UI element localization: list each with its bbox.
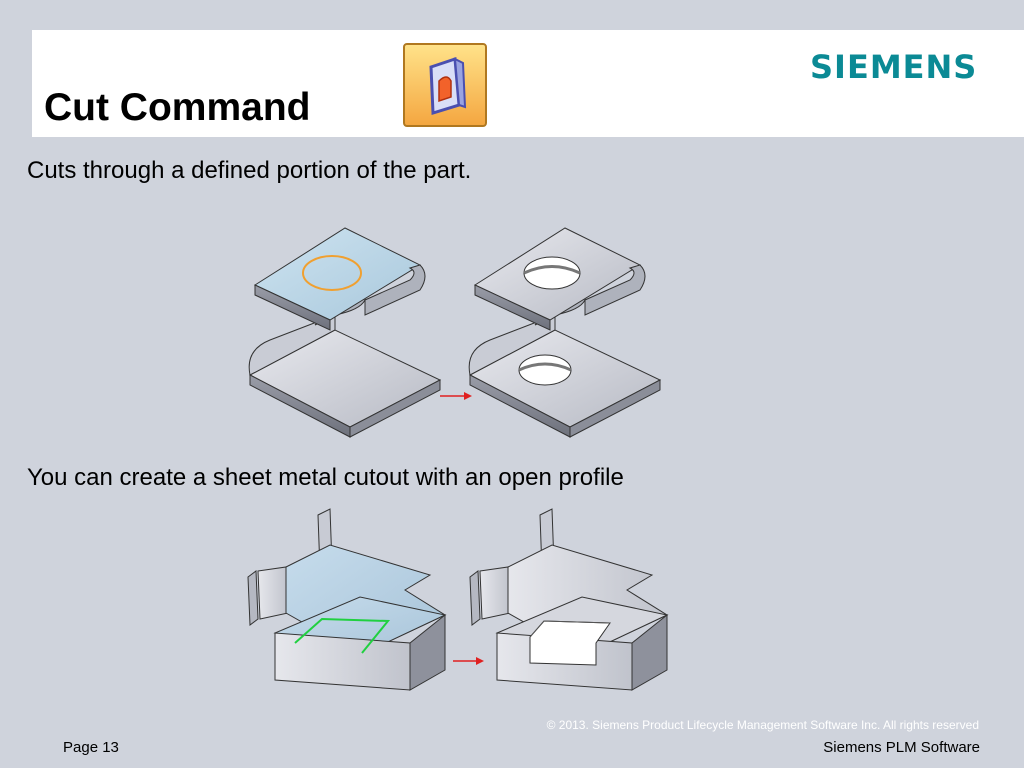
company-name: Siemens PLM Software — [823, 739, 980, 756]
arrow-icon — [440, 392, 472, 400]
part-after — [468, 227, 662, 438]
bracket-after — [469, 508, 669, 691]
arrow-icon — [453, 657, 484, 665]
header-bar: Cut Command SIEMENS — [32, 30, 1024, 137]
description-open-profile: You can create a sheet metal cutout with… — [27, 464, 624, 491]
description-cut: Cuts through a defined portion of the pa… — [27, 157, 472, 184]
open-profile-figure — [247, 508, 669, 691]
page-number: Page 13 — [63, 739, 119, 756]
bracket-before — [247, 508, 447, 691]
open-profile — [294, 617, 391, 654]
part-before — [248, 227, 442, 438]
copyright-notice: © 2013. Siemens Product Lifecycle Manage… — [546, 718, 979, 732]
siemens-logo: SIEMENS — [810, 48, 978, 86]
hole-cut-figure — [248, 227, 662, 438]
slide-title: Cut Command — [44, 86, 311, 129]
circle-profile — [302, 255, 362, 291]
cut-command-icon — [403, 43, 487, 127]
